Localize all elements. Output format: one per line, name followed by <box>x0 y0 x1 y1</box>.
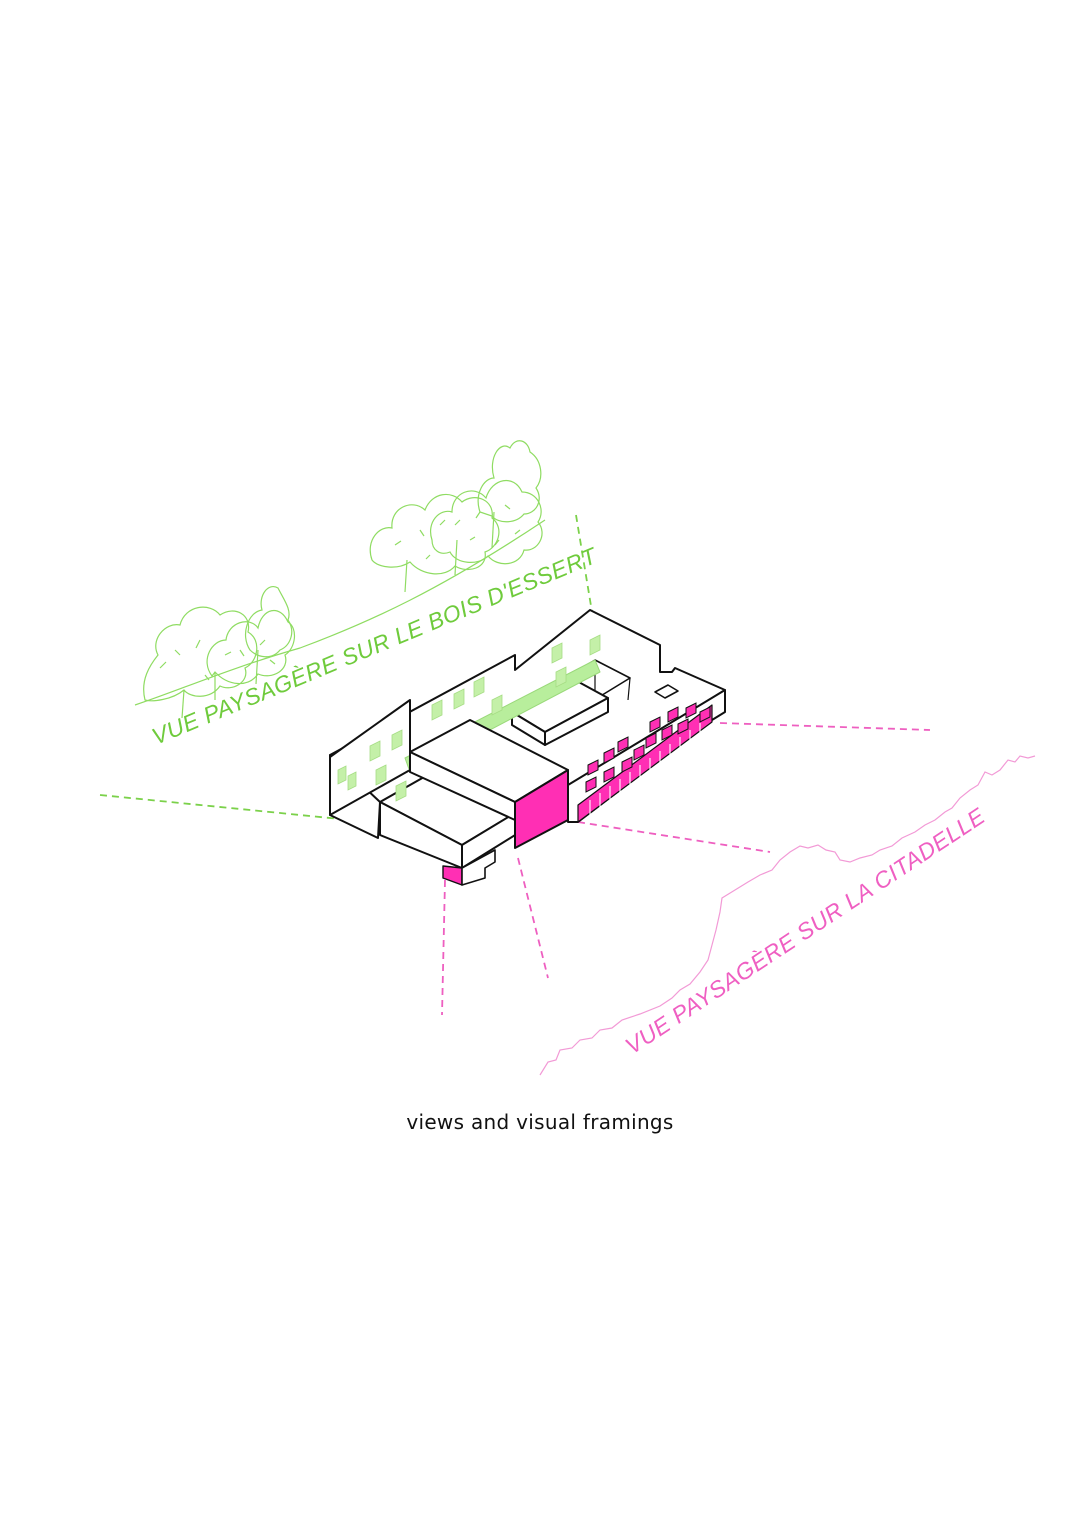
green-windows <box>337 634 601 802</box>
mountain-ridge-icon <box>539 755 1036 1076</box>
magenta-windows <box>585 702 711 793</box>
tree-icon <box>430 480 543 576</box>
pink-sight-line-right <box>719 722 931 731</box>
tree-icon <box>143 606 258 719</box>
green-sight-line-top <box>575 514 593 613</box>
magenta-framed-window <box>514 769 569 849</box>
skylight-box <box>654 684 679 699</box>
tree-icon <box>245 586 293 685</box>
pink-sight-line-mid <box>577 821 771 853</box>
pink-sight-line-down-2 <box>441 879 446 1016</box>
pink-view-label: VUE PAYSAGÈRE SUR LA CITADELLE <box>620 802 989 1059</box>
pink-sight-lines <box>441 722 931 1016</box>
diagram-caption: views and visual framings <box>406 1110 674 1134</box>
green-sight-lines <box>99 514 593 821</box>
tree-icon <box>477 440 542 549</box>
tree-icon <box>369 493 500 593</box>
pink-sight-line-down-1 <box>517 857 549 979</box>
base-shadow-notch <box>461 849 496 886</box>
green-ground-line <box>134 519 546 706</box>
green-sight-line-left <box>99 794 351 821</box>
roof-volume-side <box>511 711 546 746</box>
tree-icon <box>206 610 295 700</box>
magenta-band-ticks <box>589 723 701 818</box>
tree-group <box>134 440 546 719</box>
